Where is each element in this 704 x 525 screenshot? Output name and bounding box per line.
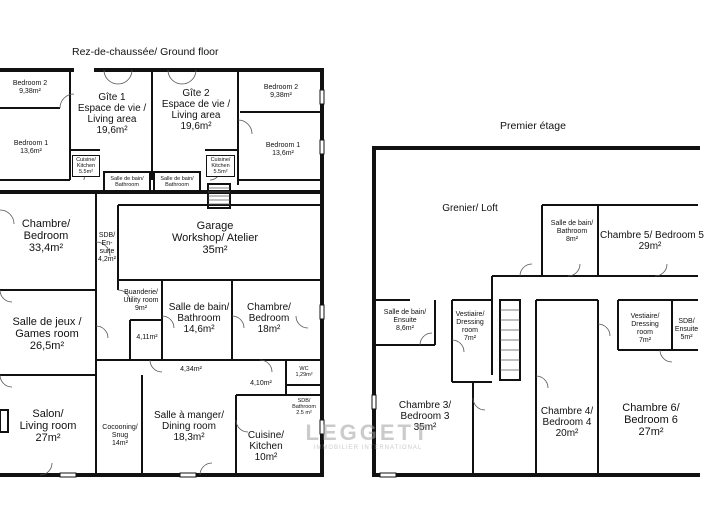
room-label-bath-left: Salle de bain/Bathroom — [110, 176, 144, 188]
hall-area-411: 4,11m² — [136, 334, 158, 341]
ground-floor-walls — [0, 68, 325, 478]
first-floor-title: Premier étage — [500, 120, 566, 132]
hall-area-434: 4,34m² — [180, 366, 202, 373]
first-floor-walls — [371, 146, 700, 478]
room-label-loft: Grenier/ Loft — [442, 203, 498, 214]
ground-floor-title: Rez-de-chaussée/ Ground floor — [72, 46, 219, 58]
watermark-logo: LEGGETT IMMOBILIER INTERNATIONAL — [305, 420, 431, 452]
hall-area-410: 4,10m² — [250, 380, 272, 387]
room-label-bath-right: Salle de bain/Bathroom — [160, 176, 194, 188]
